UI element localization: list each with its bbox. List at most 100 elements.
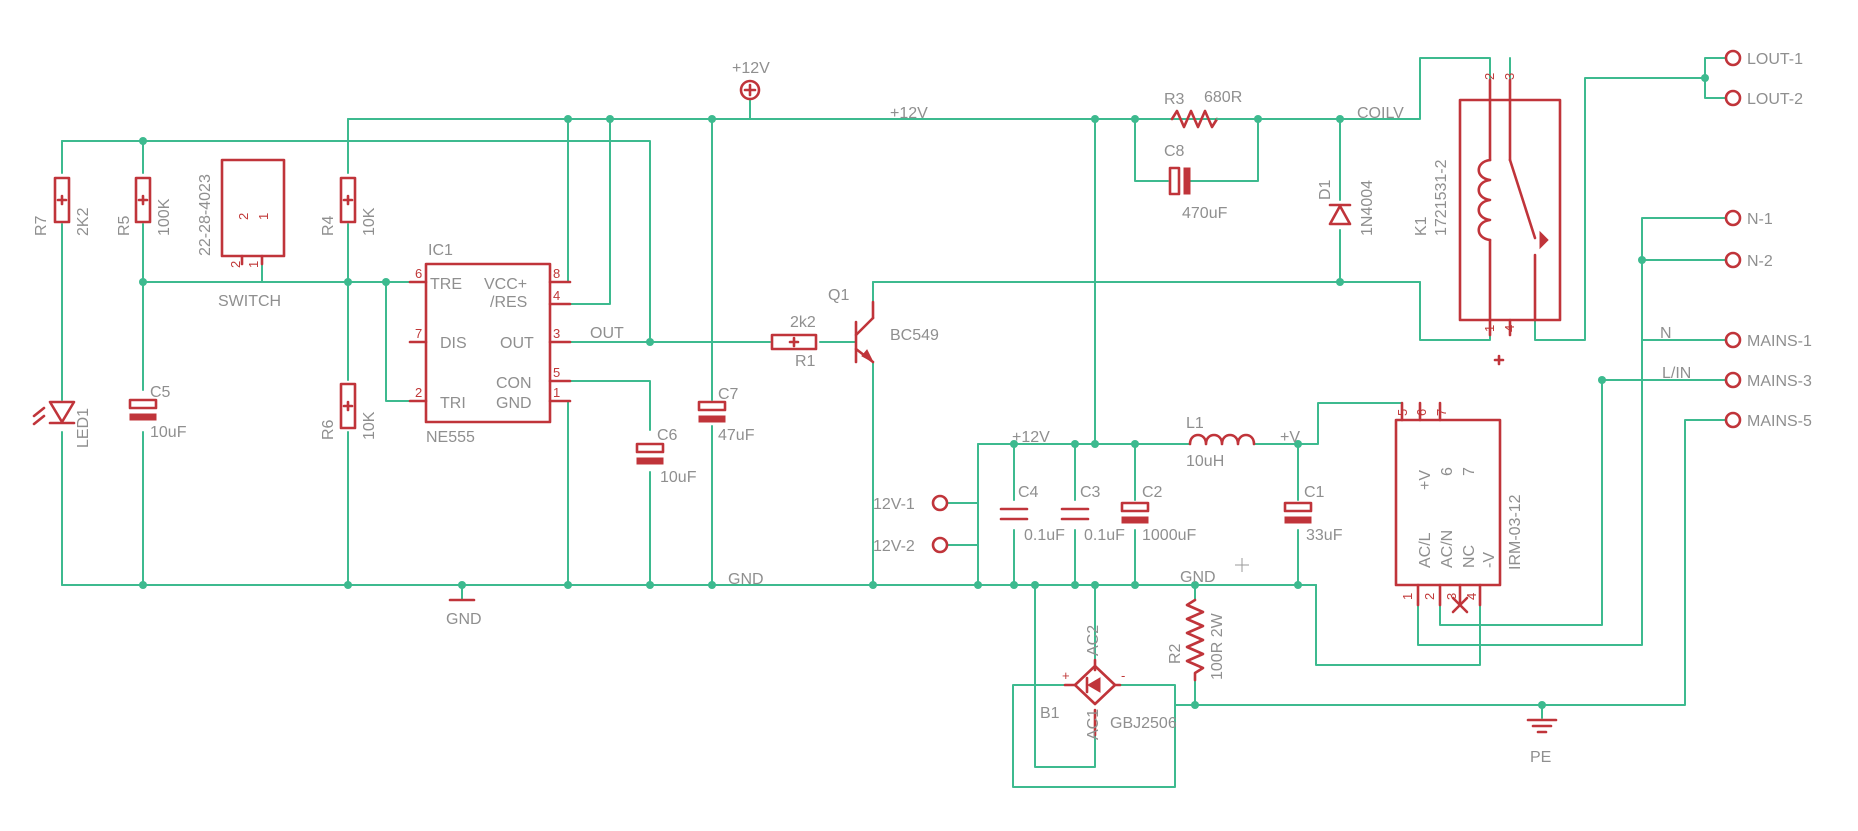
led-ld1[interactable]: LED1	[32, 400, 92, 448]
n2-label: N-2	[1747, 253, 1773, 270]
net-label-gnd-right: GND	[1180, 569, 1216, 586]
psu-pin-acn: AC/N	[1439, 530, 1456, 568]
psu-pin-vminus: -V	[1481, 552, 1498, 568]
capacitor-c1[interactable]: C1 33uF	[1283, 484, 1343, 544]
connector-lout-2[interactable]: LOUT-2	[1724, 89, 1803, 108]
wire-12v2	[944, 544, 979, 586]
led1-ref: LED1	[75, 408, 92, 448]
c1-ref: C1	[1304, 484, 1325, 501]
capacitor-c7[interactable]: C7 47uF	[697, 386, 755, 444]
switch-ref: SWITCH	[218, 293, 281, 310]
resistor-r7[interactable]: R7 2K2	[33, 176, 92, 236]
b1-ref: B1	[1040, 705, 1060, 722]
psu-pin-2: 2	[1422, 593, 1437, 600]
resistor-r4[interactable]: R4 10K	[320, 176, 378, 236]
bridge-rectifier-b1[interactable]: AC2 AC1 + - B1 GBJ2506	[1040, 625, 1177, 740]
wire-psu-vplus	[1297, 402, 1403, 445]
connector-mains-3[interactable]: MAINS-3	[1724, 371, 1812, 390]
k1-pin-4: 4	[1502, 325, 1517, 332]
connector-n-1[interactable]: N-1	[1724, 209, 1773, 228]
capacitor-c8[interactable]: C8 470uF	[1164, 143, 1228, 222]
lout1-label: LOUT-1	[1747, 51, 1803, 68]
switch-part-number: 22-28-4023	[197, 174, 214, 256]
psu-pin-4: 4	[1464, 593, 1479, 600]
k1-ref: K1	[1413, 216, 1430, 236]
r5-value: 100K	[156, 198, 173, 236]
wire-bridge-plus	[1012, 684, 1176, 788]
wire-psu-vminus	[1315, 584, 1481, 666]
mains5-label: MAINS-5	[1747, 413, 1812, 430]
b1-pin-ac2: AC2	[1085, 625, 1102, 656]
12v1-label: 12V-1	[873, 496, 915, 513]
wire-c1-top	[1254, 443, 1299, 501]
ic1-value: NE555	[426, 429, 475, 446]
r1-ref: R1	[795, 353, 816, 370]
ic1-pin-7: 7	[415, 326, 422, 341]
r7-ref: R7	[33, 215, 50, 236]
junctions	[139, 74, 1709, 709]
r3-ref: R3	[1164, 91, 1185, 108]
psu-pin-nc: NC	[1461, 545, 1478, 568]
c3-value: 0.1uF	[1084, 527, 1125, 544]
resistor-r6[interactable]: R6 10K	[320, 382, 378, 440]
switch-connector[interactable]: 2 1 2 1 22-28-4023 SWITCH	[197, 158, 286, 310]
connector-mains-5[interactable]: MAINS-5	[1724, 411, 1812, 430]
connector-n-2[interactable]: N-2	[1724, 251, 1773, 270]
sw-pin-2: 2	[228, 261, 243, 268]
net-label-coilv: COILV	[1357, 105, 1404, 122]
capacitor-c6[interactable]: C6 10uF	[635, 427, 697, 486]
c5-ref: C5	[150, 384, 171, 401]
mains3-label: MAINS-3	[1747, 373, 1812, 390]
psu-pin-5: 5	[1395, 409, 1410, 416]
psu-module-irm[interactable]: 5 6 7 6 7 +V AC/L AC/N NC -V 1 2 3 4 IRM…	[1394, 401, 1524, 614]
lout2-label: LOUT-2	[1747, 91, 1803, 108]
resistor-r2[interactable]: R2 100R 2W	[1167, 598, 1226, 682]
psu-pin-3: 3	[1444, 593, 1459, 600]
inductor-l1[interactable]: L1 10uH	[1159, 415, 1256, 470]
connector-lout-1[interactable]: LOUT-1	[1724, 49, 1803, 68]
net-label-l-in: L/IN	[1662, 365, 1691, 382]
transistor-q1[interactable]: Q1 BC549	[828, 287, 939, 364]
ic1-pin-con: CON	[496, 375, 532, 392]
relay-k1[interactable]: 2 3 1 4 K1 1721531-2	[1413, 73, 1562, 337]
wire-c8-left	[1134, 118, 1169, 182]
net-label-out: OUT	[590, 325, 624, 342]
wire-lout2	[1704, 77, 1728, 99]
connector-mains-1[interactable]: MAINS-1	[1724, 331, 1812, 350]
connector-12v-1[interactable]: 12V-1	[873, 494, 949, 513]
ic1-pin-2: 2	[415, 385, 422, 400]
wire-pe	[1119, 419, 1728, 706]
net-label-gnd: GND	[728, 571, 764, 588]
resistor-r1[interactable]: 2k2 R1	[770, 314, 818, 370]
net-label-12v-filter: +12V	[1012, 429, 1050, 446]
d1-value: 1N4004	[1359, 180, 1376, 236]
l1-value: 10uH	[1186, 453, 1224, 470]
q1-value: BC549	[890, 327, 939, 344]
capacitor-c5[interactable]: C5 10uF	[128, 384, 187, 441]
r2-ref: R2	[1167, 643, 1184, 664]
ic-ne555[interactable]: 6 7 2 8 4 3 5 1 TRE DIS TRI VCC+ /RES OU…	[408, 242, 572, 446]
psu-pin-1: 1	[1400, 593, 1415, 600]
capacitor-c2[interactable]: C2 1000uF	[1120, 484, 1196, 544]
psu-pin-6-top: 6	[1414, 409, 1429, 416]
connector-12v-2[interactable]: 12V-2	[873, 536, 949, 555]
ic1-pin-8: 8	[553, 266, 560, 281]
l1-ref: L1	[1186, 415, 1204, 432]
capacitor-c3[interactable]: C3 0.1uF	[1060, 484, 1125, 544]
d1-ref: D1	[1317, 179, 1334, 200]
mains1-label: MAINS-1	[1747, 333, 1812, 350]
pe-earth-symbol: PE	[1526, 718, 1558, 766]
origin-markers	[1235, 354, 1505, 572]
wire-c8-right	[1185, 118, 1259, 182]
capacitor-c4[interactable]: C4 0.1uF	[999, 484, 1065, 544]
resistor-r5[interactable]: R5 100K	[116, 176, 173, 236]
diode-d1[interactable]: D1 1N4004	[1317, 179, 1376, 236]
wire-pin8-vcc	[567, 118, 571, 283]
resistor-r3[interactable]: R3 680R	[1134, 89, 1259, 129]
sw-pin-1: 1	[246, 261, 261, 268]
r5-ref: R5	[116, 215, 133, 236]
r4-ref: R4	[320, 215, 337, 236]
psu-pin-vplus: +V	[1417, 470, 1434, 490]
wire-pin4-vcc	[569, 118, 611, 305]
b1-pin-plus: +	[1062, 668, 1070, 683]
